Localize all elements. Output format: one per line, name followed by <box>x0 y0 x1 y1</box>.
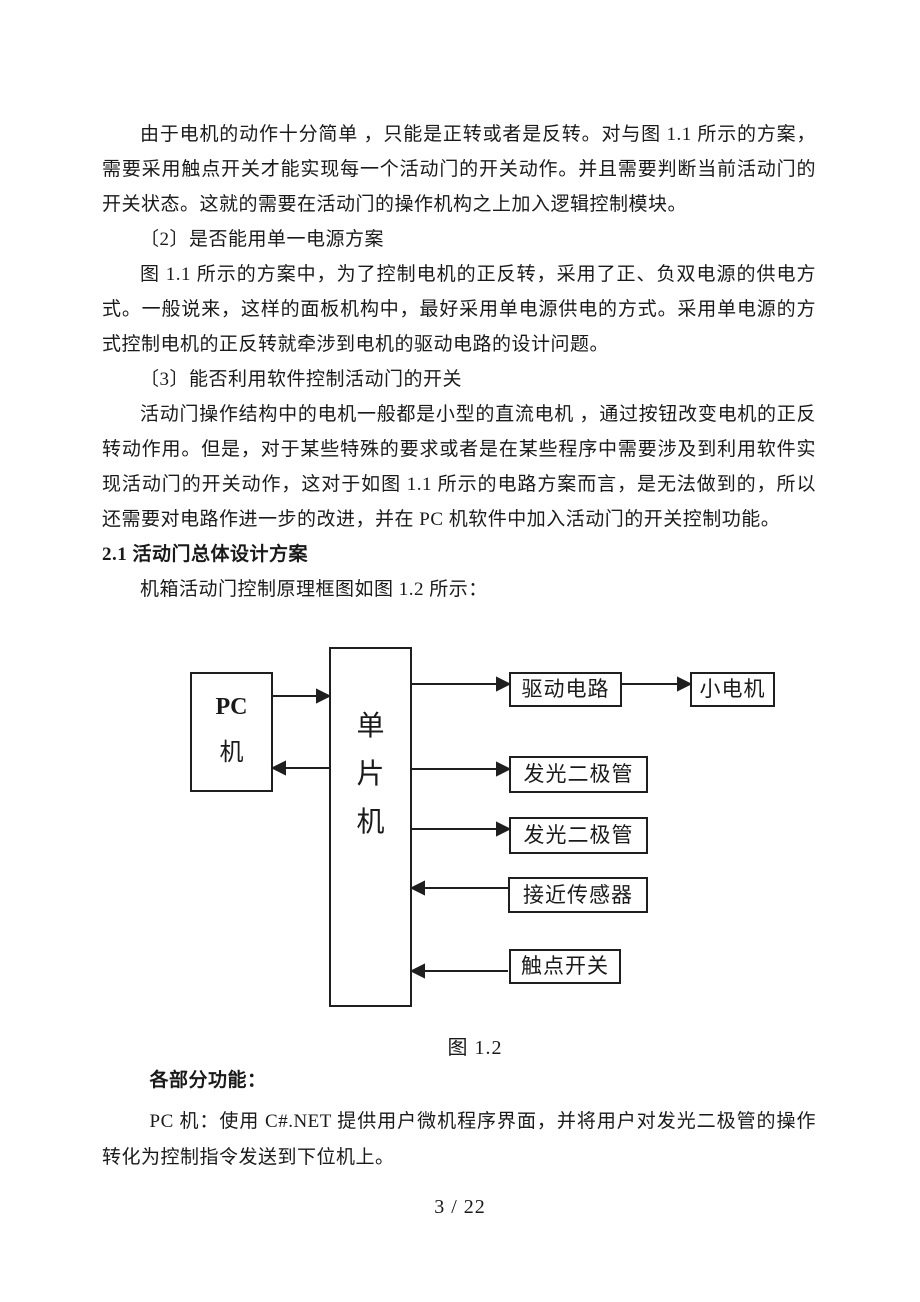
page-number: 3 / 22 <box>434 1196 486 1218</box>
diagram-box-led-2-label: 发光二极管 <box>523 823 634 847</box>
diagram-box-drive-circuit-label: 驱动电路 <box>521 677 610 701</box>
arrowhead-mcu-to-pc <box>270 760 286 776</box>
mcu-char-3: 机 <box>356 807 385 838</box>
arrowhead-mcu-to-led2 <box>496 821 512 837</box>
diagram-box-small-motor-label: 小电机 <box>699 677 766 701</box>
diagram-box-led-1: 发光二极管 <box>509 756 648 793</box>
paragraph-item-2: 〔2〕是否能用单一电源方案 <box>140 229 385 250</box>
mcu-char-1: 单 <box>356 711 385 742</box>
body-text-block: 由于电机的动作十分简单 ，只能是正转或者是反转。对与图 1.1 所示的方案，需要… <box>102 117 816 607</box>
functions-heading: 各部分功能： <box>149 1070 267 1091</box>
arrowhead-switch-to-mcu <box>409 963 425 979</box>
arrowhead-sensor-to-mcu <box>409 880 425 896</box>
paragraph-software-control: 活动门操作结构中的电机一般都是小型的直流电机 ，通过按钮改变电机的正反转动作用。… <box>102 404 816 530</box>
diagram-box-led-1-label: 发光二极管 <box>523 762 634 786</box>
diagram-box-drive-circuit: 驱动电路 <box>509 672 622 707</box>
diagram-box-led-2: 发光二极管 <box>509 817 648 854</box>
diagram-arrows <box>270 676 693 979</box>
diagram-box-pc-label-line1: PC <box>215 694 248 720</box>
functions-section: 各部分功能： PC 机：使用 C#.NET 提供用户微机程序界面，并将用户对发光… <box>102 1066 816 1176</box>
diagram-box-pc: PC 机 <box>190 672 273 792</box>
paragraph-item-3: 〔3〕能否利用软件控制活动门的开关 <box>140 369 463 390</box>
diagram-box-mcu-label: 单 片 机 <box>331 703 410 847</box>
arrowhead-drive-to-motor <box>677 676 693 692</box>
mcu-char-2: 片 <box>356 759 385 790</box>
functions-text: PC 机：使用 C#.NET 提供用户微机程序界面，并将用户对发光二极管的操作转… <box>102 1111 816 1168</box>
diagram-box-mcu: 单 片 机 <box>329 647 412 1007</box>
arrowhead-mcu-to-led1 <box>496 761 512 777</box>
diagram-box-proximity-sensor-label: 接近传感器 <box>523 883 633 907</box>
section-heading: 2.1 活动门总体设计方案 <box>102 544 309 565</box>
figure-caption: 图 1.2 <box>447 1037 503 1059</box>
arrowhead-pc-to-mcu <box>316 688 332 704</box>
paragraph-motor-action: 由于电机的动作十分简单 ，只能是正转或者是反转。对与图 1.1 所示的方案，需要… <box>102 124 816 215</box>
diagram-box-proximity-sensor: 接近传感器 <box>508 877 648 913</box>
arrowhead-mcu-to-drive <box>496 676 512 692</box>
diagram-box-contact-switch-label: 触点开关 <box>521 954 609 978</box>
diagram-box-small-motor: 小电机 <box>690 672 775 707</box>
diagram-box-contact-switch: 触点开关 <box>509 949 621 984</box>
figure-intro: 机箱活动门控制原理框图如图 1.2 所示： <box>140 579 488 600</box>
paragraph-power-scheme: 图 1.1 所示的方案中，为了控制电机的正反转，采用了正、负双电源的供电方式。一… <box>102 264 816 355</box>
diagram-box-pc-label-line2: 机 <box>219 740 244 766</box>
